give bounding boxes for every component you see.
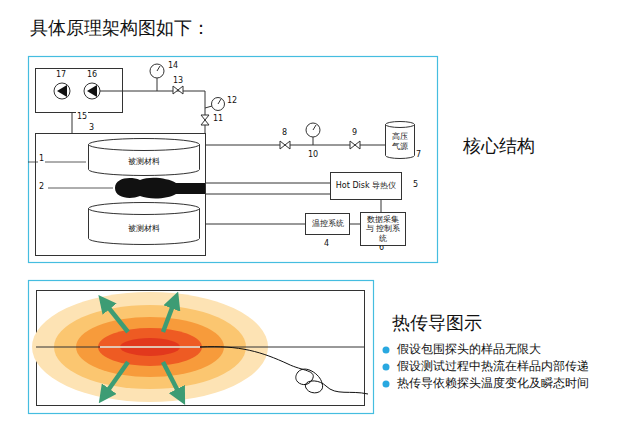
callout-number: 5 [412, 180, 419, 189]
pump-symbol [87, 85, 97, 97]
callout-number: 9 [351, 128, 358, 137]
wire [350, 224, 360, 225]
bullet-text: 假设测试过程中热流在样品内部传递 [397, 360, 589, 374]
control-box: 数据采集与 控制系统 [360, 212, 406, 246]
callout-number: 4 [323, 239, 330, 248]
cylinder-body [386, 124, 415, 159]
panel-border [29, 57, 438, 263]
material-cylinder: 被测材料 [88, 138, 200, 176]
callout-number: 15 [76, 112, 88, 121]
probe-wire [200, 347, 368, 394]
vessel [36, 134, 206, 256]
node-text: 高压 气源 [387, 132, 413, 150]
wire [381, 200, 382, 212]
cylinder-outline [88, 202, 200, 245]
node-text: 被测材料 [128, 157, 160, 166]
callout-number: 7 [415, 150, 422, 159]
heat-zone [98, 328, 202, 366]
cylinder-top [89, 139, 200, 151]
control-box: 温控系统 [305, 213, 350, 235]
gauge-needle [157, 66, 160, 71]
title-text: 具体原理架构图如下： [30, 18, 210, 39]
pump-symbol [57, 85, 67, 97]
valve [280, 141, 290, 149]
gauge-needle [313, 125, 316, 130]
callout-number: 1 [38, 154, 45, 163]
callout-number: 2 [38, 182, 45, 191]
callout-number: 14 [167, 61, 179, 70]
bullet-dot [383, 347, 390, 354]
wire [205, 224, 305, 225]
node-text: 数据采集与 控制系统 [364, 215, 402, 243]
bullet-text: 假设包围探头的样品无限大 [397, 343, 541, 357]
callout-number: 12 [226, 96, 238, 105]
valve [201, 115, 209, 125]
pipe [72, 112, 73, 133]
material-cylinder: 被测材料 [88, 202, 200, 245]
wire [205, 194, 330, 195]
pipe [205, 106, 212, 108]
callout-number: 10 [307, 150, 319, 159]
bullet-text: 热传导依赖探头温度变化及瞬态时间 [397, 377, 589, 391]
probe [100, 346, 200, 348]
wire [205, 183, 330, 184]
pipe [100, 91, 205, 133]
callout-number: 11 [212, 114, 224, 123]
callout-number: 17 [55, 70, 67, 79]
callout-number: 8 [281, 128, 288, 137]
node-text: 被测材料 [128, 224, 160, 233]
section-heading: 核心结构 [463, 136, 535, 157]
pressure-gauge [306, 123, 320, 137]
valve [173, 86, 183, 94]
pump-symbol [84, 83, 100, 99]
section-heading: 热传导图示 [392, 313, 482, 334]
pipe [157, 78, 158, 91]
valve [350, 141, 360, 149]
pump-symbol [54, 83, 70, 99]
bullet-dot [383, 381, 390, 388]
pressure-gauge [150, 64, 164, 78]
gauge-needle [218, 99, 221, 104]
hot-disk-probe [115, 178, 205, 199]
node-text: Hot Disk 导热仪 [336, 181, 396, 190]
cylinder-top [89, 203, 200, 215]
pressure-gauge [212, 98, 225, 111]
node-text: 温控系统 [312, 219, 344, 228]
callout-number: 16 [86, 70, 98, 79]
pipe [313, 137, 314, 145]
cylinder-top [386, 122, 415, 128]
callout-number: 13 [172, 76, 184, 85]
gas-cylinder: 高压 气源 [385, 121, 415, 159]
bullet-dot [383, 364, 390, 371]
heat-arrow [104, 300, 181, 397]
leader-line [48, 188, 113, 189]
callout-number: 3 [88, 123, 95, 132]
cylinder-outline [88, 138, 200, 176]
leader-line [28, 162, 86, 163]
panel-border [29, 281, 374, 414]
instrument-box: Hot Disk 导热仪 [330, 172, 402, 200]
